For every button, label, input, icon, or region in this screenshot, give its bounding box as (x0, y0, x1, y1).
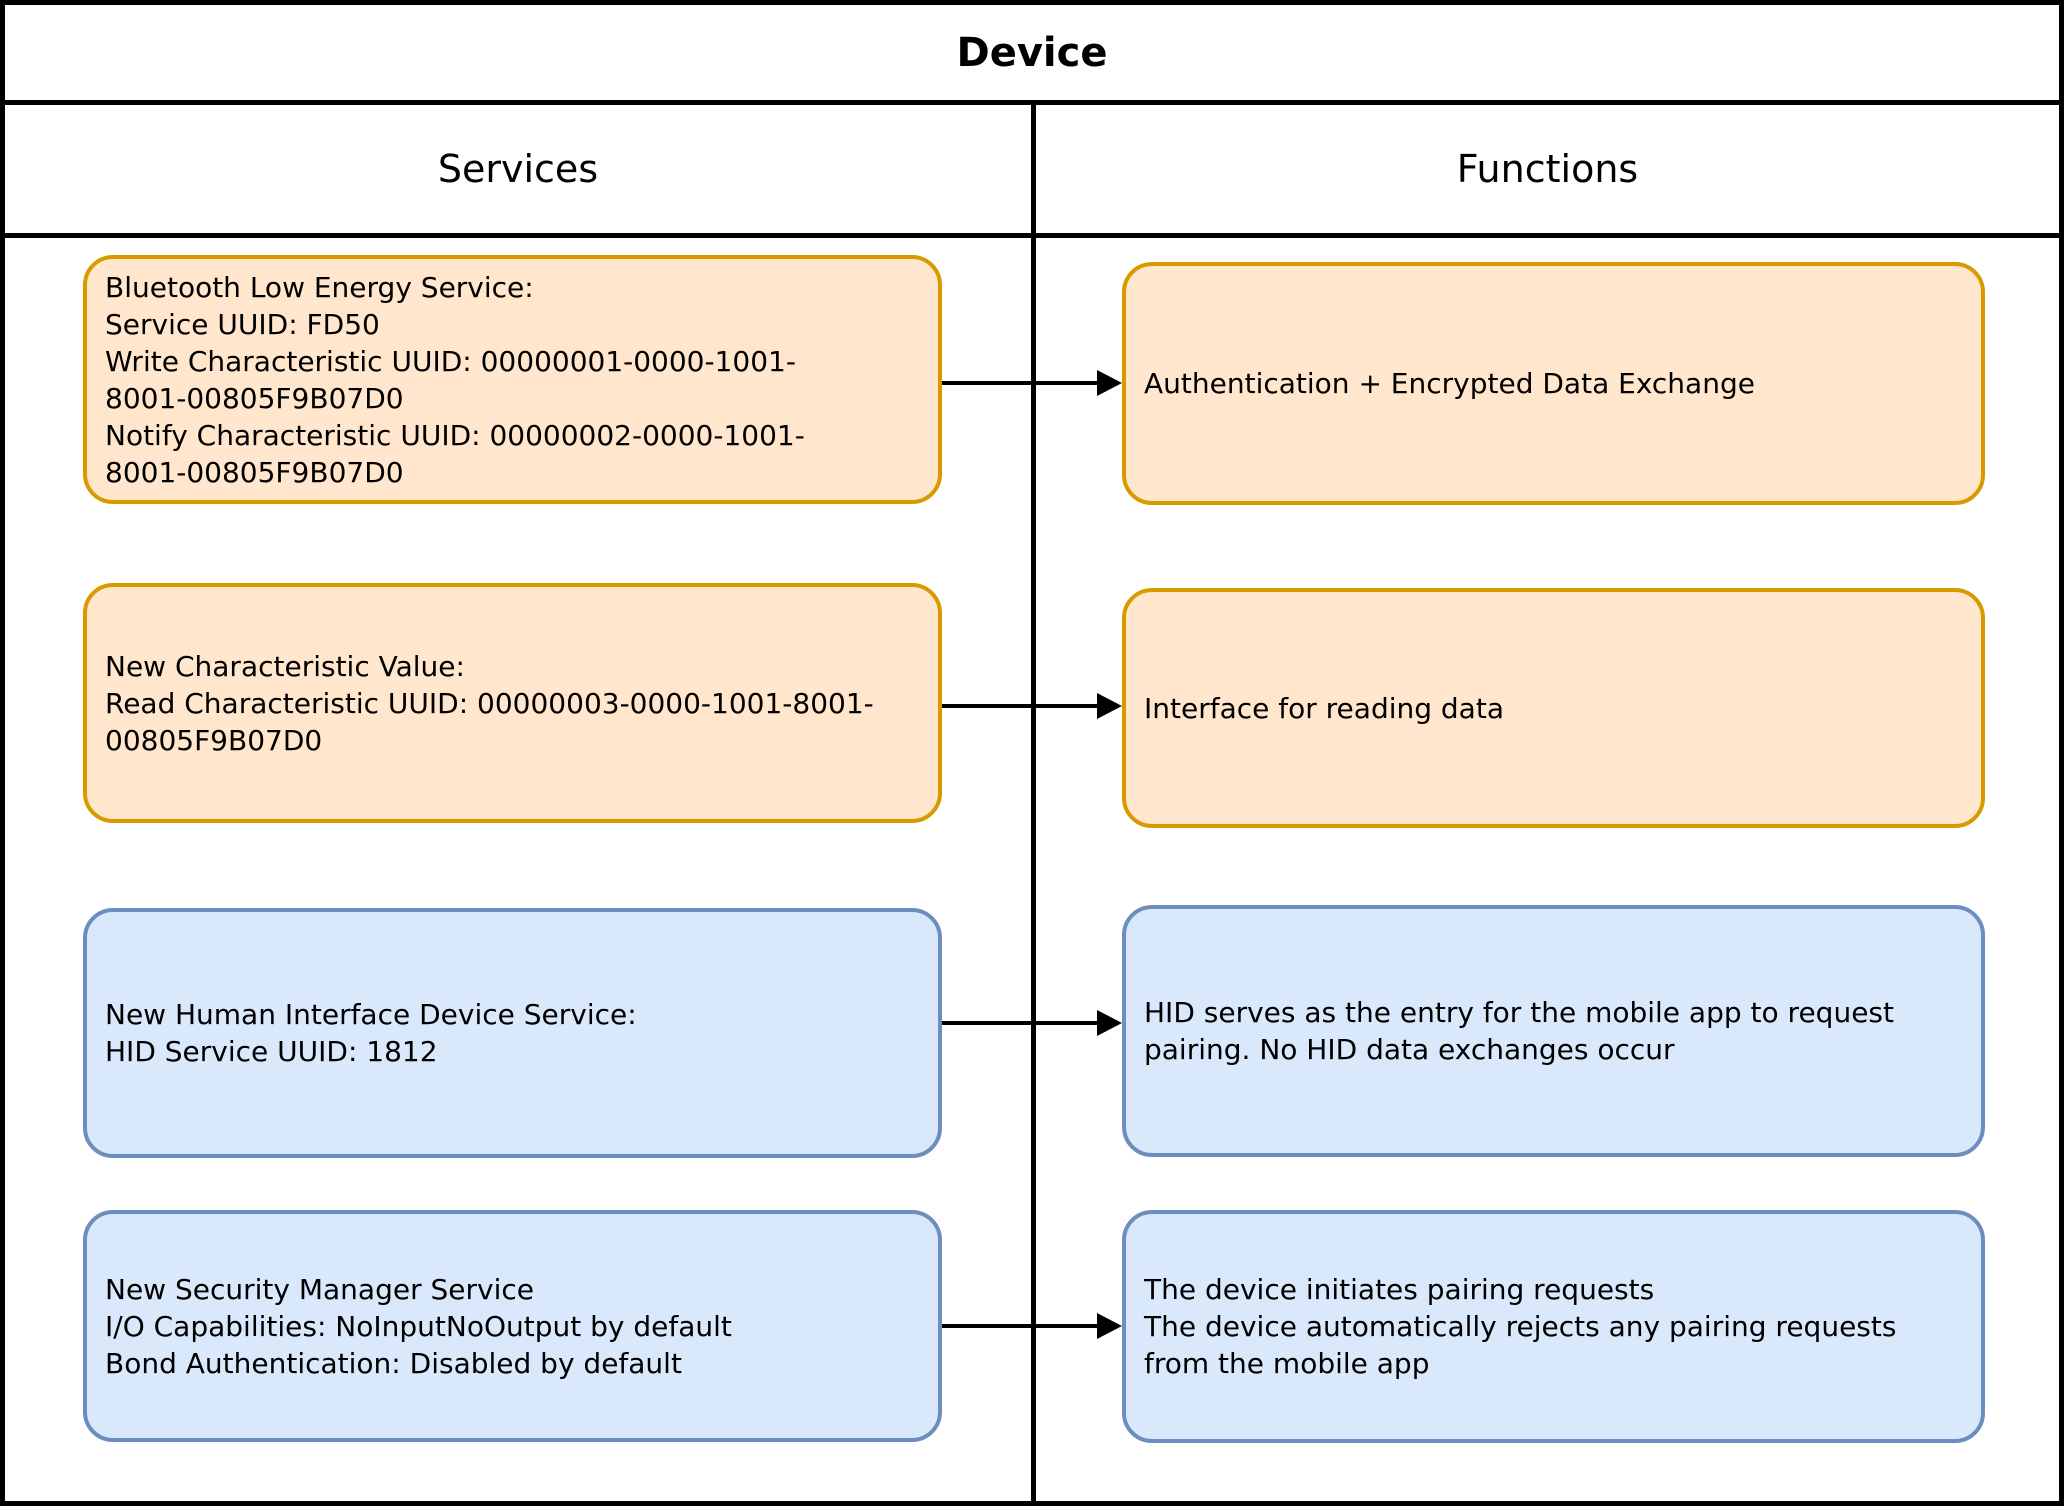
service-box-text: New Characteristic Value: Read Character… (105, 649, 874, 757)
function-box-text: HID serves as the entry for the mobile a… (1144, 996, 1894, 1066)
function-box-text: The device initiates pairing requests Th… (1144, 1273, 1897, 1380)
connector-arrow-row2 (942, 693, 1122, 719)
arrowhead-right-icon (1097, 1313, 1122, 1339)
arrow-line (942, 1324, 1100, 1328)
connector-arrow-row3 (942, 1010, 1122, 1036)
arrow-line (942, 1021, 1100, 1025)
column-header-functions: Functions (1456, 147, 1639, 191)
service-box-text: New Human Interface Device Service: HID … (105, 998, 637, 1068)
service-box-text: New Security Manager Service I/O Capabil… (105, 1272, 732, 1380)
function-box-hid-pairing-entry: HID serves as the entry for the mobile a… (1122, 905, 1985, 1157)
arrowhead-right-icon (1097, 1010, 1122, 1036)
function-box-text: Interface for reading data (1144, 691, 1504, 725)
function-box-text: Authentication + Encrypted Data Exchange (1144, 367, 1755, 400)
arrow-line (942, 381, 1100, 385)
service-box-hid-service: New Human Interface Device Service: HID … (83, 908, 942, 1158)
service-box-security-manager: New Security Manager Service I/O Capabil… (83, 1210, 942, 1442)
service-box-new-characteristic-value: New Characteristic Value: Read Character… (83, 583, 942, 823)
arrow-line (942, 704, 1100, 708)
connector-arrow-row4 (942, 1313, 1122, 1339)
connector-arrow-row1 (942, 370, 1122, 396)
arrowhead-right-icon (1097, 693, 1122, 719)
column-header-services: Services (437, 147, 599, 191)
function-box-pairing-requests: The device initiates pairing requests Th… (1122, 1210, 1985, 1443)
function-box-authentication: Authentication + Encrypted Data Exchange (1122, 262, 1985, 505)
column-divider-line (1031, 100, 1036, 1506)
function-box-reading-data: Interface for reading data (1122, 588, 1985, 828)
table-title: Device (956, 29, 1108, 76)
arrowhead-right-icon (1097, 370, 1122, 396)
service-box-bluetooth-low-energy: Bluetooth Low Energy Service: Service UU… (83, 255, 942, 504)
service-box-text: Bluetooth Low Energy Service: Service UU… (105, 270, 805, 489)
